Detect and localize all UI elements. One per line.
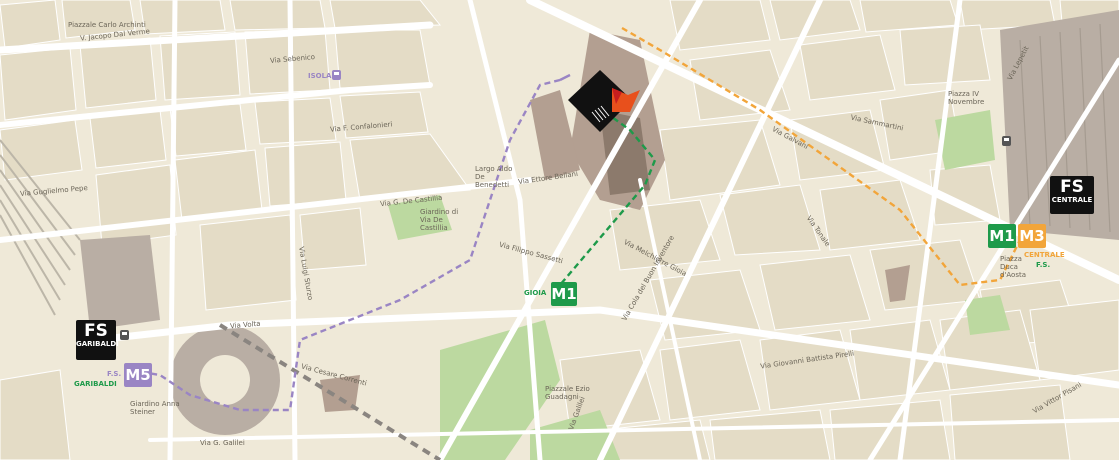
centrale-fs-sub: CENTRALE bbox=[1051, 196, 1093, 204]
label-via-galilei: Via G. Galilei bbox=[200, 439, 245, 447]
venue-marker-icon[interactable] bbox=[568, 70, 640, 132]
m1-walk-route bbox=[559, 111, 657, 286]
centrale-fs-badge[interactable]: FS CENTRALE bbox=[1050, 176, 1094, 214]
label-piazza-duca-aosta: Piazza Duca d'Aosta bbox=[1000, 255, 1026, 279]
centrale-m3-badge[interactable]: M3 bbox=[1018, 224, 1046, 248]
label-piazzale-archinti: Piazzale Carlo Archinti bbox=[68, 21, 146, 29]
label-piazza-iv-novembre: Piazza IV Novembre bbox=[948, 90, 985, 106]
garibaldi-fs-label: FS bbox=[84, 321, 108, 341]
isola-station-icon bbox=[332, 70, 341, 80]
label-giardino-steiner: Giardino Anna Steiner bbox=[130, 400, 180, 416]
m5-walk-route bbox=[129, 78, 561, 412]
garibaldi-station-label: GARIBALDI bbox=[74, 380, 117, 388]
m3-walk-route bbox=[621, 26, 1022, 287]
centrale-fs-label: FS bbox=[1060, 177, 1084, 197]
garibaldi-fs-sub: GARIBALDI bbox=[76, 340, 119, 348]
gioia-station-label: GIOIA bbox=[524, 289, 547, 297]
gioia-m1-badge[interactable]: M1 bbox=[551, 282, 577, 306]
isola-station-label: ISOLA bbox=[308, 72, 332, 80]
garibaldi-train-icon bbox=[120, 330, 129, 340]
label-giardino-de-castillia: Giardino di Via De Castillia bbox=[420, 208, 459, 232]
centrale-train-icon bbox=[1002, 136, 1011, 146]
garibaldi-fs-badge[interactable]: FS GARIBALDI bbox=[76, 320, 119, 360]
garibaldi-station-label-2: F.S. bbox=[107, 370, 122, 378]
label-piazza-gae-aulenti: Piazzale Ezio Guadagni bbox=[545, 385, 590, 401]
centrale-station-label: CENTRALE bbox=[1024, 251, 1065, 259]
label-largo-de-benedetti: Largo Aldo De Benedetti bbox=[475, 165, 513, 189]
garibaldi-m5-badge[interactable]: M5 bbox=[124, 363, 152, 387]
centrale-m1-badge[interactable]: M1 bbox=[988, 224, 1016, 248]
centrale-station-label-2: F.S. bbox=[1036, 261, 1051, 269]
